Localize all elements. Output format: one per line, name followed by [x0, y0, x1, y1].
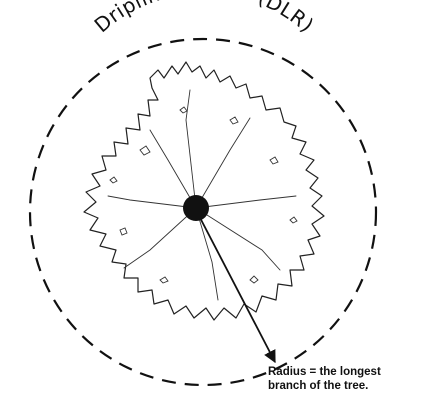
caption-line-2: branch of the tree.	[268, 379, 418, 393]
dripline-title-path: Dripline Radius (DLR)	[90, 0, 319, 37]
dripline-title: Dripline Radius (DLR)	[90, 0, 319, 37]
caption-line-1: Radius = the longest	[268, 365, 418, 379]
radius-caption: Radius = the longest branch of the tree.	[268, 365, 418, 393]
tree-canopy-outline	[84, 62, 324, 320]
trunk-dot	[183, 195, 209, 221]
